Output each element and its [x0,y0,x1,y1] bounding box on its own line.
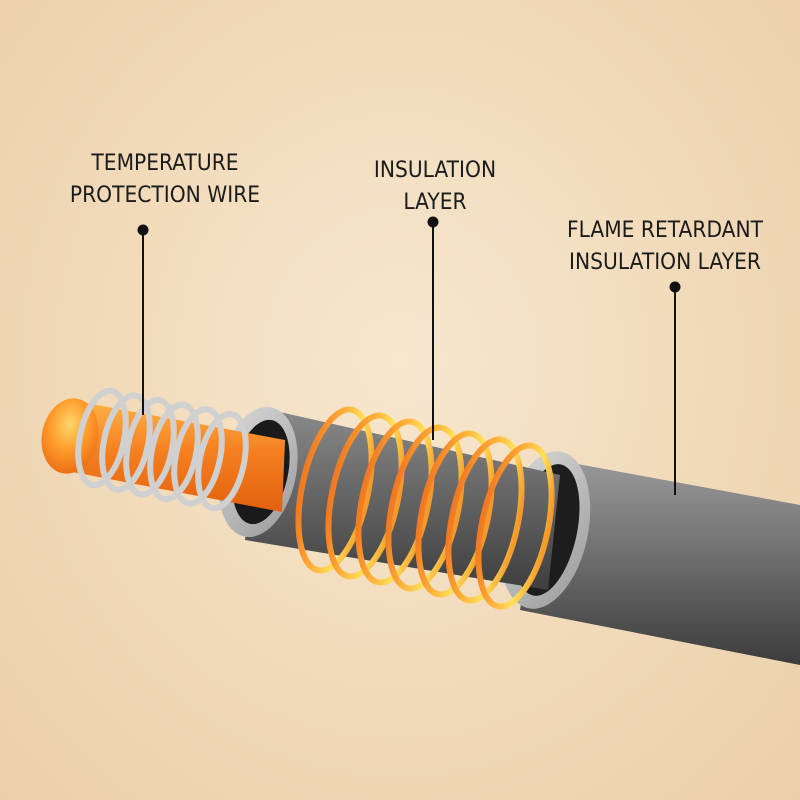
heating-coil [295,406,555,610]
label-line: LAYER [403,190,467,215]
label-insulation-layer: INSULATION LAYER [352,155,518,219]
label-line: PROTECTION WIRE [69,183,261,208]
leader-lines [137,216,681,495]
leader-dot-insulation [427,216,439,228]
coil-turn [195,410,249,512]
label-line: INSULATION [373,158,497,183]
label-line: INSULATION LAYER [569,250,761,275]
coil-turn [385,424,465,592]
coil-turn [147,401,201,502]
leader-dot-flame [669,281,681,293]
leader-dot-temp [137,224,149,236]
coil-turn [475,442,555,610]
coil-turn [325,412,405,580]
temperature-protection-coil [75,387,249,512]
coil-turn [171,406,225,507]
label-line: TEMPERATURE [91,151,239,176]
coil-turn [295,406,375,574]
coil-turn [75,387,129,489]
coil-turn [355,418,435,586]
coil-turn [445,436,525,604]
coil-turn [99,392,153,493]
label-temperature-protection-wire: TEMPERATURE PROTECTION WIRE [50,148,280,212]
coil-turn [415,430,495,598]
label-line: FLAME RETARDANT [566,218,764,243]
coil-turn [123,397,177,498]
label-flame-retardant-insulation-layer: FLAME RETARDANT INSULATION LAYER [541,215,789,279]
